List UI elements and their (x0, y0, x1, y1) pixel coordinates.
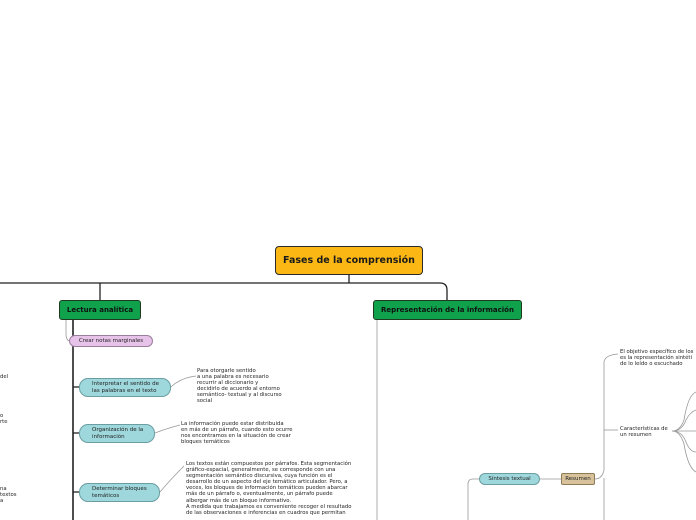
left-fragment-2: o rte (0, 413, 8, 426)
left-fragment-3: na textos a (0, 486, 17, 505)
left-fragment-1: del (0, 374, 9, 380)
node-sintesis-textual[interactable]: Síntesis textual (479, 473, 540, 485)
branch-lectura-analitica[interactable]: Lectura analítica (59, 300, 141, 320)
branch-representacion[interactable]: Representación de la información (373, 300, 522, 320)
central-topic[interactable]: Fases de la comprensión (275, 246, 423, 275)
note-interpretar: Para otorgarle sentido a una palabra es … (197, 368, 282, 405)
node-crear-notas[interactable]: Crear notas marginales (69, 335, 153, 347)
node-caracteristicas[interactable]: Características de un resumen (620, 426, 668, 439)
note-bloques: Los textos están compuestos por párrafos… (186, 461, 352, 516)
node-organizacion[interactable]: Organización de la información (79, 424, 155, 443)
node-resumen[interactable]: Resumen (561, 473, 595, 485)
note-objetivo: El objetivo específico de los es la repr… (620, 349, 694, 368)
note-organizacion: La información puede estar distribuida e… (181, 421, 293, 446)
node-bloques[interactable]: Determinar bloques temáticos (79, 483, 160, 502)
node-interpretar[interactable]: Interpretar el sentido de las palabras e… (79, 378, 171, 397)
